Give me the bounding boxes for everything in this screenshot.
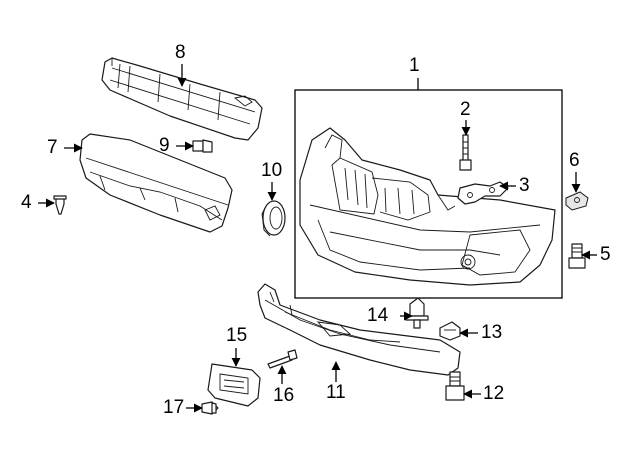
callout-11: 11 bbox=[326, 382, 346, 403]
callout-6: 6 bbox=[569, 150, 580, 171]
callout-14: 14 bbox=[367, 305, 389, 326]
callout-8: 8 bbox=[175, 42, 186, 63]
reinforcement-bar-part-8 bbox=[101, 57, 263, 141]
license-bracket-part-15 bbox=[207, 363, 261, 407]
bracket-part-3 bbox=[457, 181, 509, 205]
callout-10: 10 bbox=[261, 160, 283, 181]
callout-13: 13 bbox=[481, 322, 503, 343]
callout-12: 12 bbox=[483, 383, 505, 404]
clip-part-13 bbox=[439, 321, 461, 341]
callout-1: 1 bbox=[409, 55, 420, 76]
callout-7: 7 bbox=[47, 137, 58, 158]
callout-16: 16 bbox=[273, 385, 295, 406]
push-pin-part-4 bbox=[53, 195, 67, 215]
energy-absorber-part-7 bbox=[79, 133, 233, 233]
bolt-part-9 bbox=[192, 139, 213, 153]
stud-part-2 bbox=[459, 134, 472, 171]
assembly-frame bbox=[294, 89, 563, 299]
callout-17: 17 bbox=[163, 397, 185, 418]
bolt-part-5 bbox=[568, 243, 586, 269]
clip-nut-part-6 bbox=[565, 191, 589, 211]
callout-9: 9 bbox=[159, 135, 170, 156]
callout-4: 4 bbox=[21, 192, 32, 213]
bolt-part-12 bbox=[445, 371, 465, 401]
bumper-cover bbox=[299, 127, 556, 286]
fog-lamp-bezel-part-10 bbox=[261, 200, 286, 237]
callout-15: 15 bbox=[226, 325, 248, 346]
leader-lines bbox=[38, 64, 597, 413]
callout-3: 3 bbox=[519, 175, 530, 196]
callout-2: 2 bbox=[460, 99, 471, 120]
screw-part-16 bbox=[267, 349, 298, 369]
lower-deflector-part-11 bbox=[257, 283, 461, 376]
push-rivet-part-14 bbox=[405, 297, 429, 329]
pin-part-17 bbox=[201, 401, 219, 415]
callout-5: 5 bbox=[600, 244, 611, 265]
